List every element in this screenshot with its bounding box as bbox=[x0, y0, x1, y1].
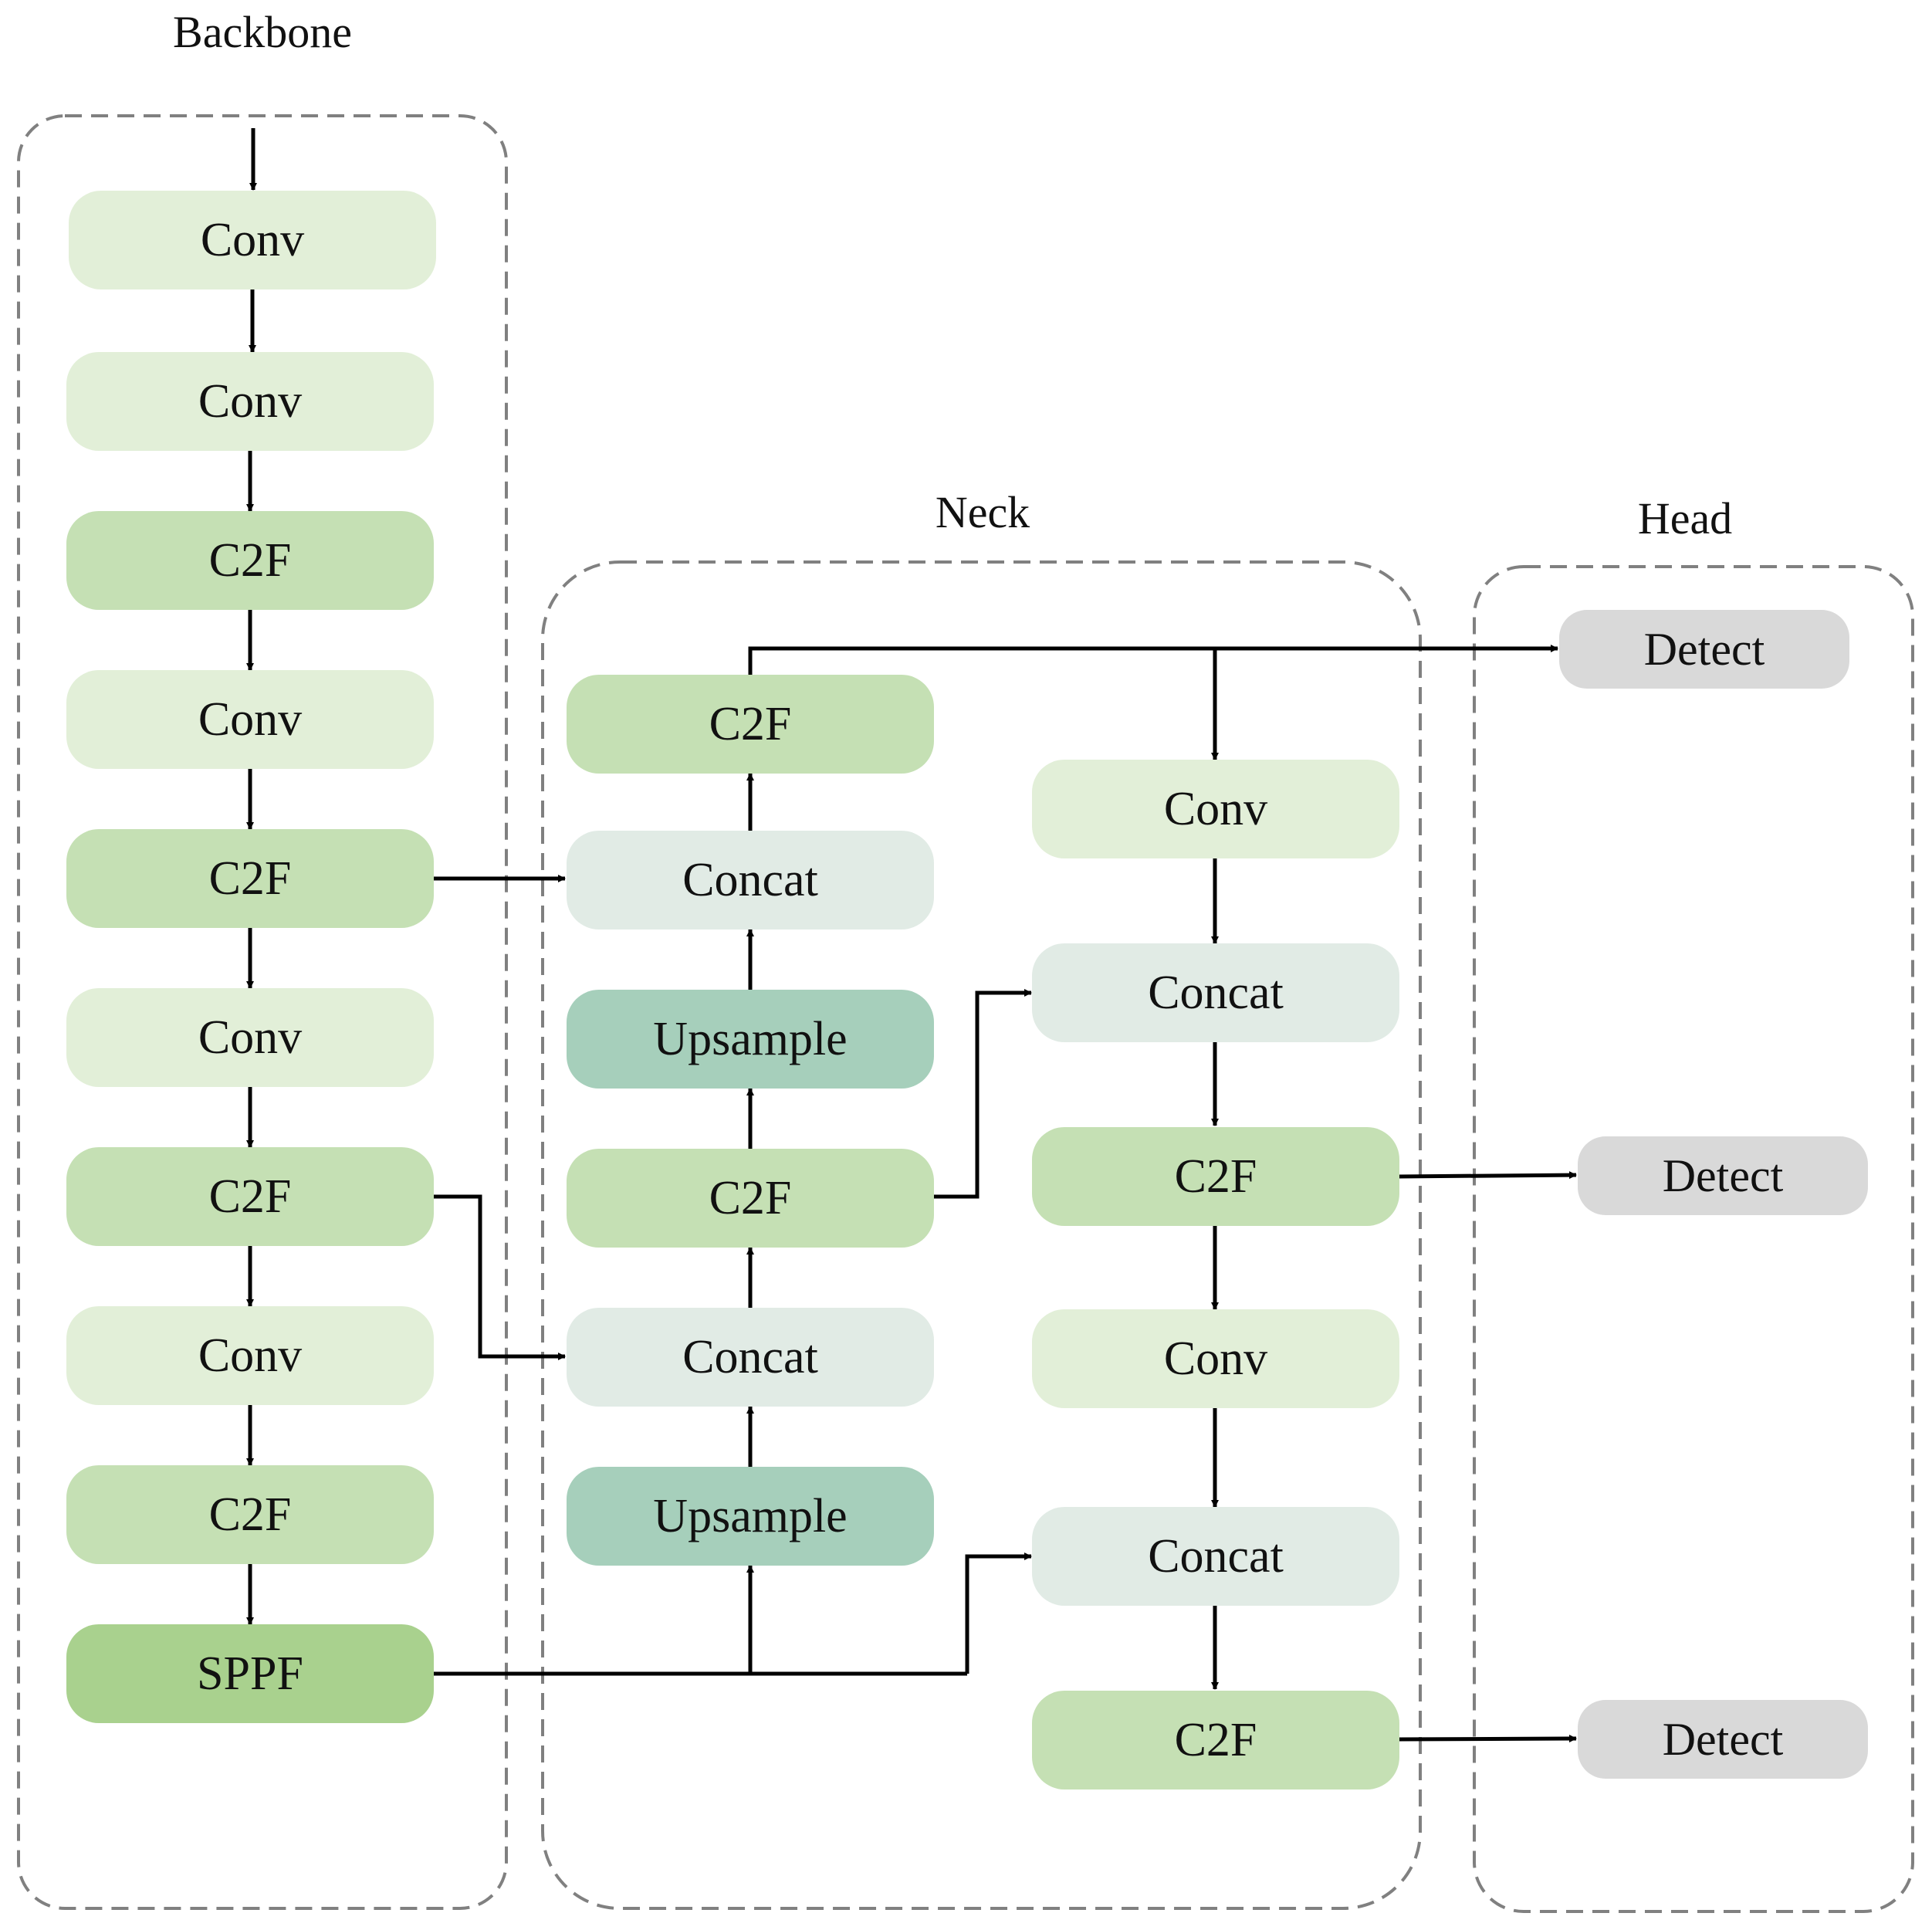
head-container bbox=[1473, 565, 1914, 1913]
neck-upsample-1: Upsample bbox=[567, 990, 934, 1089]
head-detect-1: Detect bbox=[1559, 610, 1849, 689]
neck-concat-1: Concat bbox=[567, 831, 934, 929]
backbone-sppf: SPPF bbox=[66, 1624, 434, 1723]
neck-concat-2: Concat bbox=[567, 1308, 934, 1407]
backbone-conv-3: Conv bbox=[66, 670, 434, 769]
backbone-c2f-2: C2F bbox=[66, 829, 434, 928]
backbone-c2f-4: C2F bbox=[66, 1465, 434, 1564]
neck-concat-4: Concat bbox=[1032, 1507, 1399, 1606]
neck-conv-2: Conv bbox=[1032, 1309, 1399, 1408]
neck-upsample-2: Upsample bbox=[567, 1467, 934, 1566]
backbone-title: Backbone bbox=[173, 7, 352, 57]
backbone-c2f-1: C2F bbox=[66, 511, 434, 610]
arrow-backbone-c2f-3-to-neck-concat-2 bbox=[432, 1194, 566, 1360]
arrow-c2f-mid-to-concat-3 bbox=[932, 989, 1032, 1199]
neck-title: Neck bbox=[935, 487, 1030, 537]
neck-conv-1: Conv bbox=[1032, 760, 1399, 858]
head-title: Head bbox=[1637, 493, 1733, 543]
backbone-conv-5: Conv bbox=[66, 1306, 434, 1405]
neck-concat-3: Concat bbox=[1032, 943, 1399, 1042]
backbone-conv-1: Conv bbox=[69, 191, 436, 290]
neck-c2f-top: C2F bbox=[567, 675, 934, 774]
backbone-conv-2: Conv bbox=[66, 352, 434, 451]
neck-container bbox=[541, 560, 1422, 1910]
backbone-c2f-3: C2F bbox=[66, 1147, 434, 1246]
edges bbox=[246, 128, 1577, 1743]
arrow-sppf-to-concat-4 bbox=[965, 1552, 1032, 1674]
neck-c2f-b2: C2F bbox=[1032, 1691, 1399, 1789]
backbone-container bbox=[17, 114, 508, 1910]
head-detect-2: Detect bbox=[1578, 1136, 1868, 1215]
backbone-conv-4: Conv bbox=[66, 988, 434, 1087]
arrow-c2f-top-to-detect-1 bbox=[748, 645, 1558, 675]
arrow-c2f-b1-to-detect-2 bbox=[1398, 1171, 1577, 1180]
head-detect-3: Detect bbox=[1578, 1700, 1868, 1779]
neck-c2f-mid: C2F bbox=[567, 1149, 934, 1248]
neck-c2f-b1: C2F bbox=[1032, 1127, 1399, 1226]
